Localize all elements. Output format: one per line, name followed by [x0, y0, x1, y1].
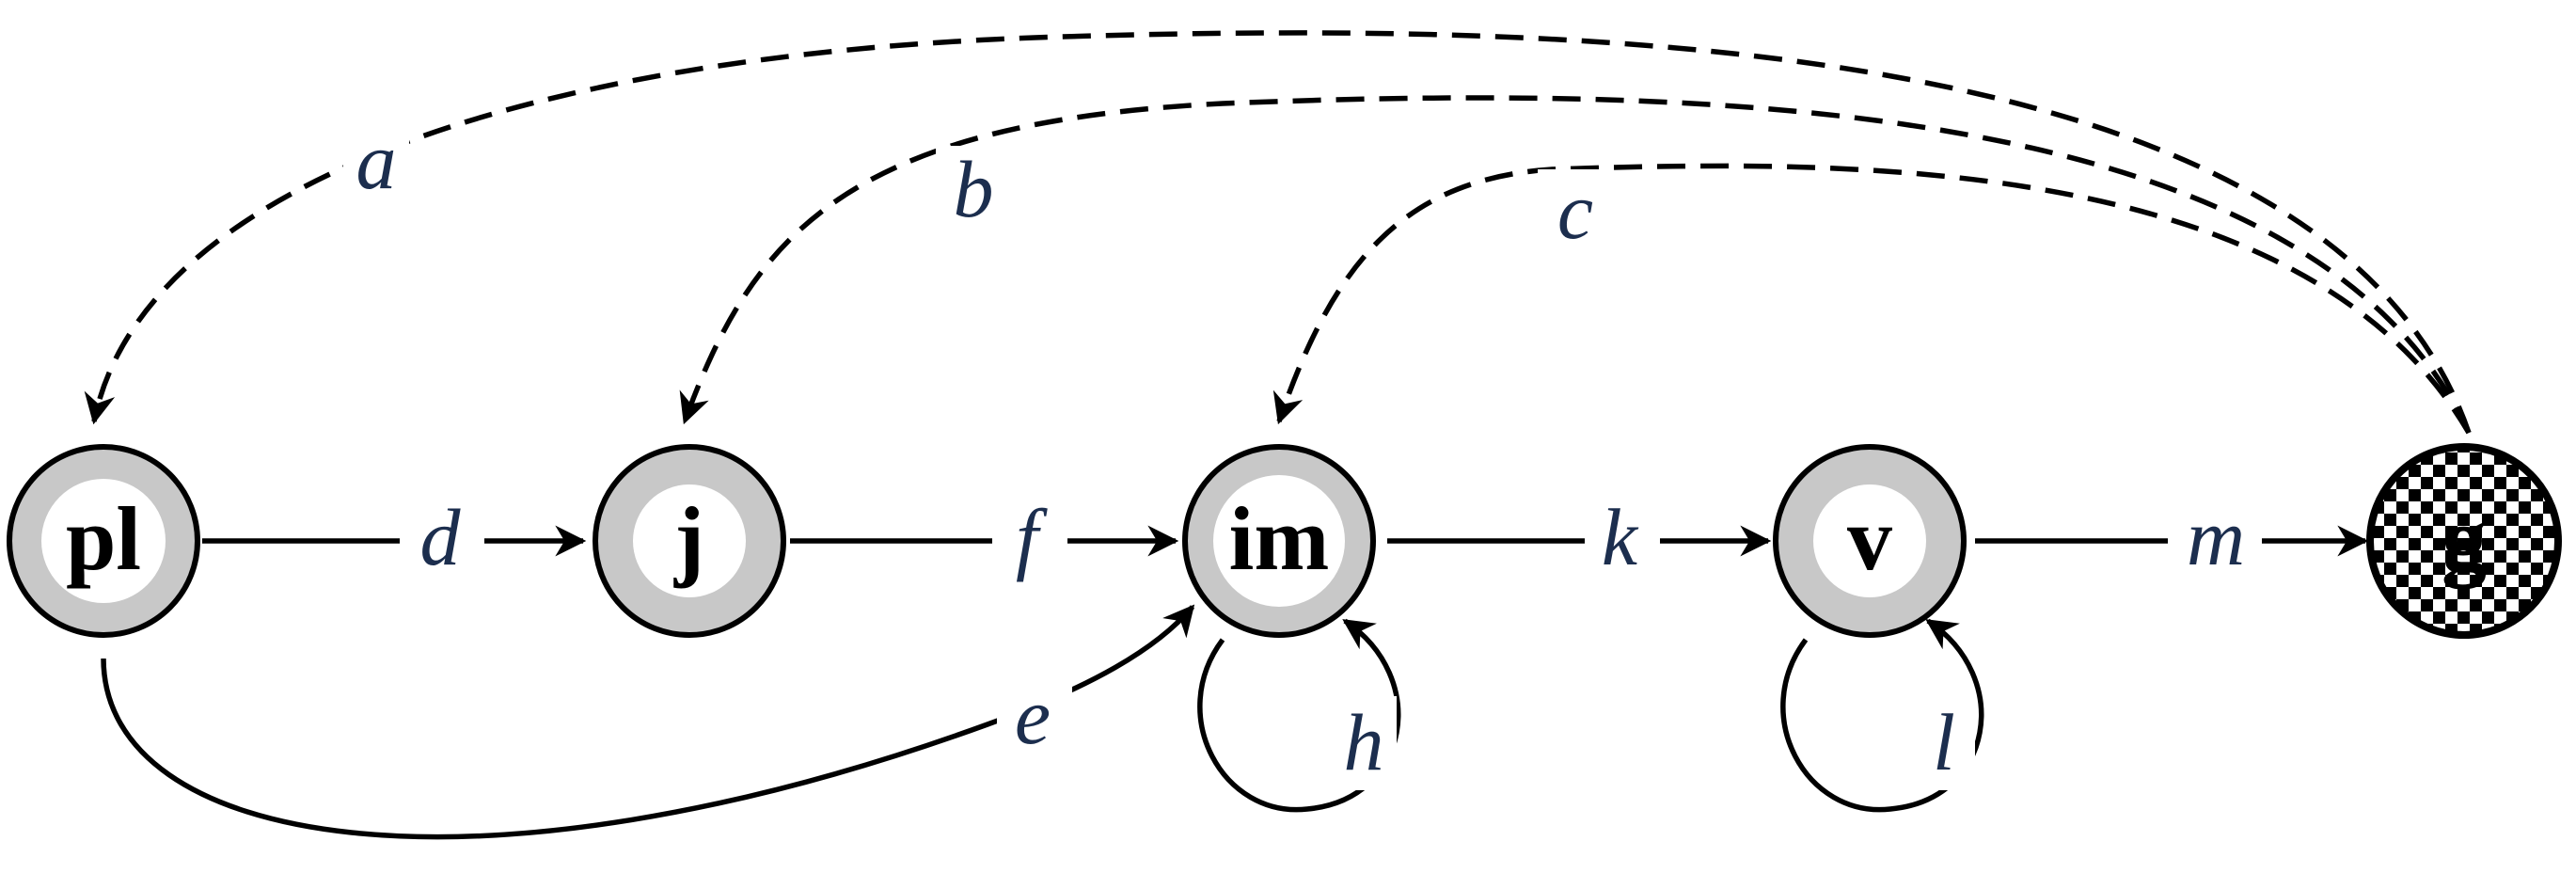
svg-text:b: b	[954, 144, 994, 234]
edge-label-m: m	[2168, 489, 2262, 593]
svg-text:a: a	[356, 116, 397, 206]
node-j: j	[593, 444, 786, 638]
edge-e	[101, 604, 1195, 840]
svg-text:g: g	[2442, 488, 2487, 589]
svg-text:im: im	[1229, 488, 1330, 589]
edge-label-e: e	[997, 670, 1072, 764]
svg-text:pl: pl	[66, 488, 141, 589]
edge-label-k: k	[1585, 489, 1660, 593]
svg-text:m: m	[2187, 492, 2245, 582]
node-g: g	[2366, 443, 2562, 639]
node-im: im	[1182, 444, 1376, 638]
svg-text:e: e	[1015, 671, 1051, 761]
svg-text:k: k	[1602, 492, 1639, 582]
node-v: v	[1773, 444, 1967, 638]
edge-label-h: h	[1331, 696, 1397, 790]
edge-label-f: f	[992, 489, 1067, 593]
svg-text:c: c	[1557, 166, 1593, 256]
edge-l	[1780, 618, 1984, 813]
svg-text:j: j	[673, 488, 704, 589]
edge-label-c: c	[1538, 166, 1613, 263]
svg-text:h: h	[1344, 697, 1384, 787]
edge-label-d: d	[400, 489, 484, 593]
edge-label-a: a	[343, 108, 409, 212]
svg-text:v: v	[1847, 488, 1892, 589]
edge-b	[679, 95, 2472, 435]
edge-label-l: l	[1919, 696, 1975, 790]
edge-label-b: b	[936, 144, 1011, 249]
edge-c	[1272, 163, 2472, 435]
edge-a	[84, 30, 2472, 434]
svg-text:d: d	[420, 492, 462, 582]
node-pl: pl	[7, 444, 200, 638]
edge-h	[1197, 618, 1401, 813]
svg-text:l: l	[1933, 697, 1955, 787]
